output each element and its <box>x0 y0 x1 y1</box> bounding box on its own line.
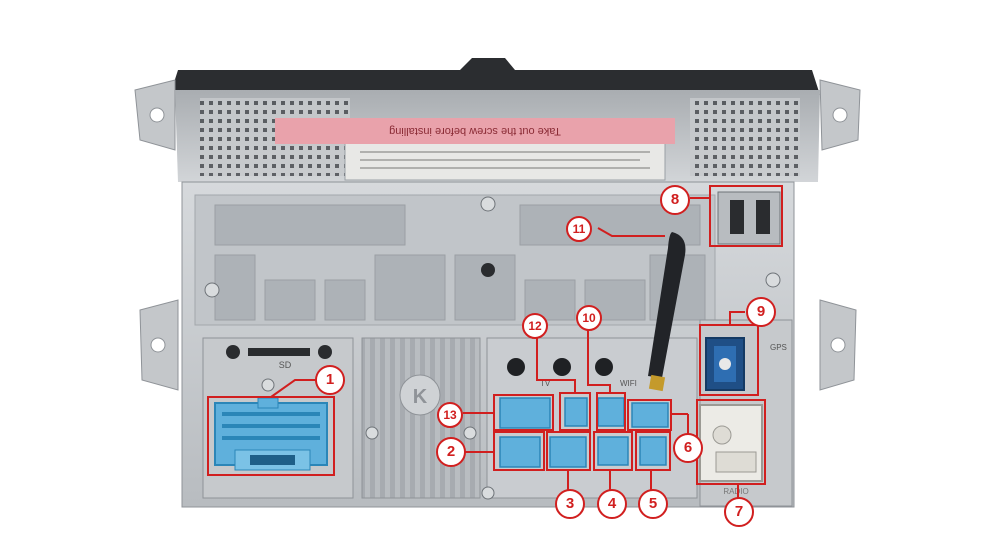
callout-12: 12 <box>522 313 548 339</box>
tv-port-label: TV <box>540 379 551 388</box>
sticker-text: Take out the screw before installing <box>389 125 561 137</box>
wifi-port-label: WIFI <box>620 379 637 388</box>
callout-6: 6 <box>673 433 703 463</box>
radio-port-label: RADIO <box>723 487 748 496</box>
callout-7: 7 <box>724 497 754 527</box>
spec-label <box>344 141 666 181</box>
callout-13: 13 <box>437 402 463 428</box>
callout-8: 8 <box>660 185 690 215</box>
gps-port-label: GPS <box>770 343 787 352</box>
gps-connector <box>705 337 745 391</box>
sd-slot-label: SD <box>279 360 292 370</box>
callout-5: 5 <box>638 489 668 519</box>
callout-2: 2 <box>436 437 466 467</box>
mounting-ears <box>134 79 861 391</box>
main-wiring-connector <box>214 397 328 471</box>
callout-11: 11 <box>566 216 592 242</box>
callout-10: 10 <box>576 305 602 331</box>
callout-1: 1 <box>315 365 345 395</box>
callout-9: 9 <box>746 297 776 327</box>
small-connectors <box>499 397 669 468</box>
wifi-antenna <box>648 232 686 392</box>
callout-4: 4 <box>597 489 627 519</box>
callout-3: 3 <box>555 489 585 519</box>
brand-logo-letter: K <box>413 386 428 408</box>
warning-sticker <box>275 118 675 144</box>
sd-slot <box>248 348 310 356</box>
front-bezel <box>170 58 820 95</box>
radio-antenna-connector <box>699 404 763 482</box>
